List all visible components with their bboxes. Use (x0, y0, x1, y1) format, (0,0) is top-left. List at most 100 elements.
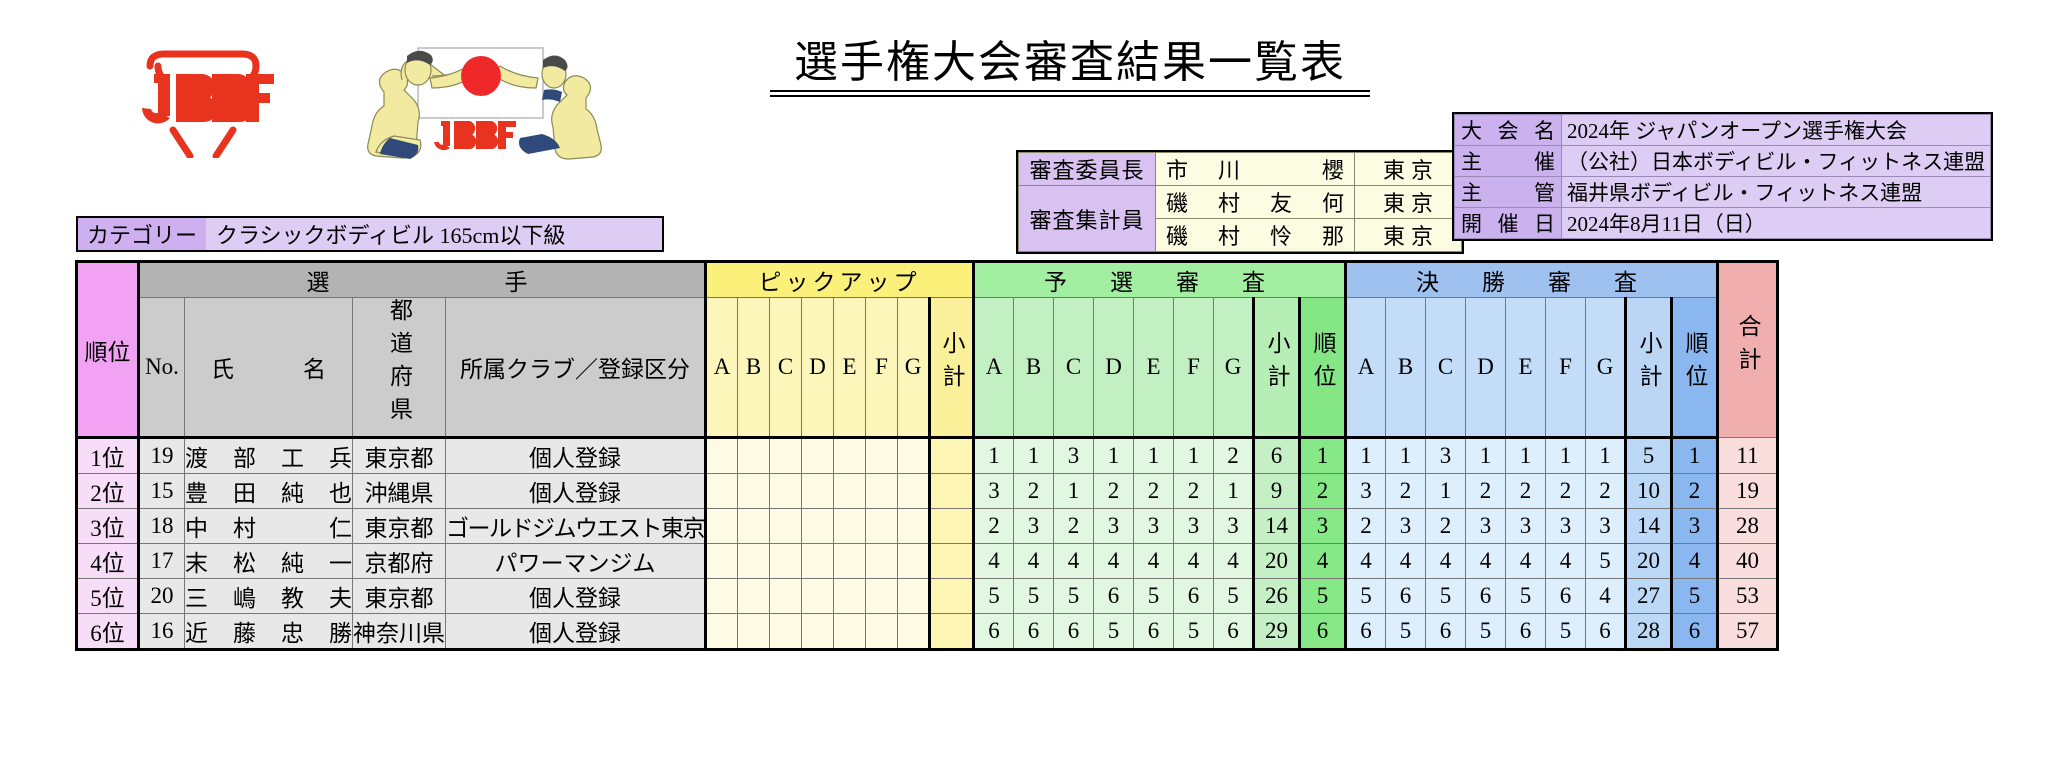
cell-prelim-g: 5 (1213, 578, 1254, 614)
cell-prelim-d: 1 (1093, 437, 1134, 474)
header-pickup-a: A (704, 297, 738, 439)
header-final-b: B (1385, 297, 1426, 439)
cell-total: 53 (1716, 578, 1779, 614)
category-row: カテゴリー クラシックボディビル 165cm以下級 (78, 218, 662, 250)
cell-prelim-g: 2 (1213, 437, 1254, 474)
header-final-c: C (1425, 297, 1466, 439)
cell-final-d: 4 (1465, 543, 1506, 579)
header-final-d: D (1465, 297, 1506, 439)
header-pickup-g: G (897, 297, 930, 439)
cell-final-subtotal: 28 (1624, 613, 1672, 651)
cell-prelim-a: 3 (972, 473, 1014, 509)
header-pickup-c: C (769, 297, 802, 439)
cell-pickup-b (737, 578, 770, 614)
cell-prelim-e: 5 (1133, 578, 1174, 614)
cell-name: 渡 部 工 兵 (184, 437, 353, 474)
header-name: 氏 名 (184, 297, 353, 439)
cell-pickup-c (769, 578, 802, 614)
cell-no: 19 (137, 437, 185, 474)
cell-pickup-g (897, 473, 930, 509)
cell-prelim-a: 6 (972, 613, 1014, 651)
cell-pickup-subtotal (928, 543, 974, 579)
cell-name: 近 藤 忠 勝 (184, 613, 353, 651)
cell-prelim-d: 3 (1093, 508, 1134, 544)
cell-pickup-f (865, 543, 898, 579)
cell-total: 11 (1716, 437, 1779, 474)
cell-final-e: 2 (1505, 473, 1546, 509)
event-name-value: 2024年 ジャパンオープン選手権大会 (1560, 114, 1992, 146)
cell-total: 40 (1716, 543, 1779, 579)
judge-tally-row-2: 磯 村 怜 那 東京 (1019, 218, 1462, 252)
cell-pickup-d (801, 613, 834, 651)
cell-prelim-subtotal: 20 (1252, 543, 1300, 579)
cell-prelim-place: 2 (1298, 473, 1346, 509)
header-no: No. (137, 297, 185, 439)
cell-prelim-a: 1 (972, 437, 1014, 474)
cell-final-f: 4 (1545, 543, 1586, 579)
cell-prelim-e: 1 (1133, 437, 1174, 474)
cell-final-c: 4 (1425, 543, 1466, 579)
event-date-row: 開 催 日 2024年8月11日（日） (1454, 207, 1992, 239)
header-prelim-e: E (1133, 297, 1174, 439)
cell-final-place: 4 (1670, 543, 1718, 579)
cell-prelim-c: 6 (1053, 613, 1094, 651)
header-final-g: G (1585, 297, 1626, 439)
cell-rank: 1位 (75, 437, 139, 474)
cell-final-g: 3 (1585, 508, 1626, 544)
cell-pickup-c (769, 508, 802, 544)
cell-no: 18 (137, 508, 185, 544)
cell-name: 中 村 仁 (184, 508, 353, 544)
judge-chair-label: 審査委員長 (1018, 152, 1156, 186)
cell-prelim-subtotal: 14 (1252, 508, 1300, 544)
cell-final-place: 5 (1670, 578, 1718, 614)
judge-panel: 審査委員長 市 川 櫻 東京 審査集計員 磯 村 友 何 東京 磯 村 怜 那 … (1016, 150, 1464, 254)
cell-pickup-e (833, 437, 866, 474)
cell-club: 個人登録 (445, 613, 706, 651)
event-name-row: 大 会 名 2024年 ジャパンオープン選手権大会 (1454, 114, 1992, 146)
header-final-place: 順位 (1670, 297, 1718, 439)
header-club: 所属クラブ／登録区分 (445, 297, 706, 439)
cell-final-e: 3 (1505, 508, 1546, 544)
judge-chair-row: 審査委員長 市 川 櫻 東京 (1018, 152, 1462, 186)
cell-prelim-f: 6 (1173, 578, 1214, 614)
cell-final-f: 5 (1545, 613, 1586, 651)
cell-pickup-a (704, 543, 738, 579)
header-total: 合計 (1716, 260, 1779, 438)
cell-final-subtotal: 20 (1624, 543, 1672, 579)
cell-final-e: 1 (1505, 437, 1546, 474)
cell-pickup-b (737, 613, 770, 651)
header-pickup-b: B (737, 297, 770, 439)
cell-pref: 東京都 (352, 578, 446, 614)
cell-pickup-subtotal (928, 508, 974, 544)
cell-final-c: 2 (1425, 508, 1466, 544)
cell-final-a: 4 (1344, 543, 1386, 579)
title-underline-outer (770, 90, 1370, 93)
cell-final-f: 1 (1545, 437, 1586, 474)
cell-prelim-place: 4 (1298, 543, 1346, 579)
header-prelim-subtotal: 小計 (1252, 297, 1300, 439)
cell-final-b: 6 (1385, 578, 1426, 614)
header-final-e: E (1505, 297, 1546, 439)
cell-pref: 沖縄県 (352, 473, 446, 509)
cell-final-a: 2 (1344, 508, 1386, 544)
event-host-value: （公社）日本ボディビル・フィットネス連盟 (1560, 145, 1992, 177)
cell-pickup-e (833, 613, 866, 651)
cell-final-g: 2 (1585, 473, 1626, 509)
cell-prelim-f: 4 (1173, 543, 1214, 579)
header-prelim-g: G (1213, 297, 1254, 439)
cell-pickup-b (737, 437, 770, 474)
cell-final-c: 6 (1425, 613, 1466, 651)
cell-club: 個人登録 (445, 473, 706, 509)
header-pickup-d: D (801, 297, 834, 439)
cell-final-c: 5 (1425, 578, 1466, 614)
cell-pickup-e (833, 508, 866, 544)
cell-prelim-place: 6 (1298, 613, 1346, 651)
cell-pickup-g (897, 543, 930, 579)
page-title: 選手権大会審査結果一覧表 (794, 38, 1346, 87)
cell-prelim-g: 6 (1213, 613, 1254, 651)
group-header-row: 順位 選 手 ピックアップ 予 選 審 査 決 勝 審 査 合計 (75, 260, 1779, 439)
